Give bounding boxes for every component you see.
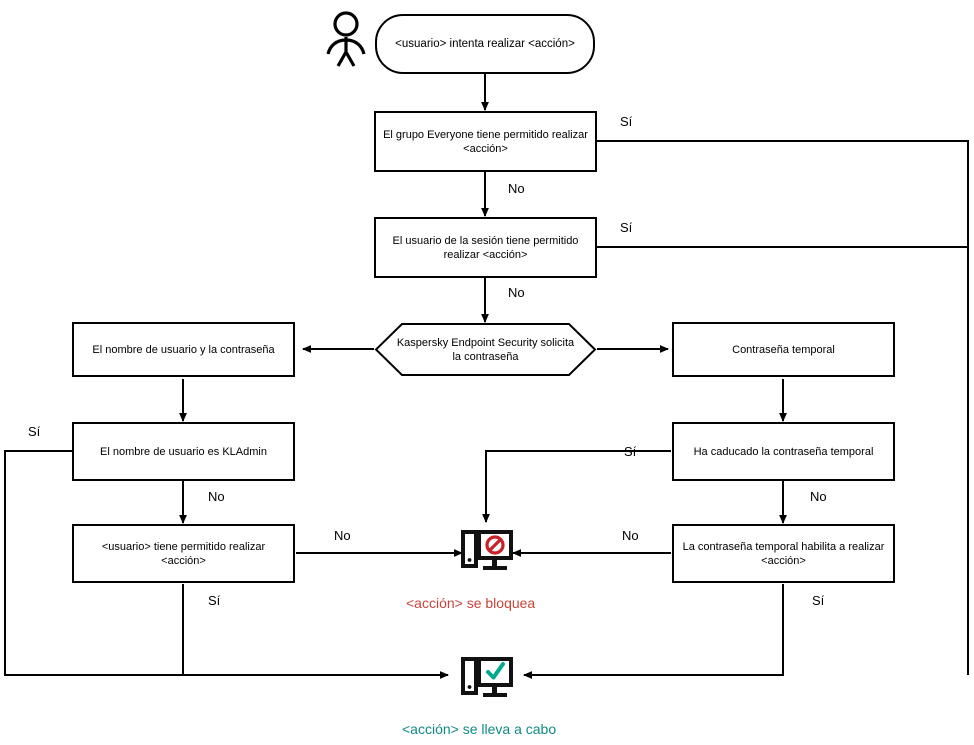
edge-label-session-no: No xyxy=(508,285,525,300)
decision-is-kladmin-label: El nombre de usuario es KLAdmin xyxy=(100,445,267,458)
decision-temp-expired-label: Ha caducado la contraseña temporal xyxy=(693,445,874,458)
edge-label-session-yes: Sí xyxy=(620,220,633,235)
edge-everyone-yes xyxy=(597,140,969,675)
decision-temp-expired: Ha caducado la contraseña temporal xyxy=(672,422,895,481)
blocked-caption: <acción> se bloquea xyxy=(406,595,536,611)
edge-label-kladmin-yes: Sí xyxy=(28,424,41,439)
edge-label-temp-expired-no: No xyxy=(810,489,827,504)
edge-label-user-allowed-no: No xyxy=(334,528,351,543)
hexagon-kes-prompt-label: Kaspersky Endpoint Security solicita la … xyxy=(392,322,579,377)
allowed-caption: <acción> se lleva a cabo xyxy=(402,721,557,737)
monitor-check-icon xyxy=(459,651,515,707)
start-label: <usuario> intenta realizar <acción> xyxy=(395,38,575,50)
decision-user-allowed-label: <usuario> tiene permitido realizar <acci… xyxy=(101,540,266,567)
decision-everyone-label: El grupo Everyone tiene permitido realiz… xyxy=(383,128,588,155)
node-temp-password: Contraseña temporal xyxy=(672,322,895,377)
decision-temp-enables: La contraseña temporal habilita a realiz… xyxy=(672,524,895,583)
edge-tempenables-yes xyxy=(523,584,784,679)
start-terminator: <usuario> intenta realizar <acción> xyxy=(375,14,595,74)
node-user-password-label: El nombre de usuario y la contraseña xyxy=(92,343,275,356)
decision-session-user: El usuario de la sesión tiene permitido … xyxy=(374,217,597,278)
decision-temp-enables-label: La contraseña temporal habilita a realiz… xyxy=(682,540,885,567)
decision-everyone: El grupo Everyone tiene permitido realiz… xyxy=(374,111,597,172)
edge-label-everyone-no: No xyxy=(508,181,525,196)
hexagon-kes-prompt xyxy=(374,322,597,377)
decision-is-kladmin: El nombre de usuario es KLAdmin xyxy=(72,422,295,481)
edge-expired-yes xyxy=(482,450,671,523)
node-user-password: El nombre de usuario y la contraseña xyxy=(72,322,295,377)
decision-user-allowed: <usuario> tiene permitido realizar <acci… xyxy=(72,524,295,583)
node-temp-password-label: Contraseña temporal xyxy=(732,343,835,356)
edge-label-temp-expired-yes: Sí xyxy=(624,444,637,459)
edge-label-temp-enables-yes: Sí xyxy=(812,593,825,608)
edge-label-everyone-yes: Sí xyxy=(620,114,633,129)
decision-session-user-label: El usuario de la sesión tiene permitido … xyxy=(392,234,579,261)
edge-label-temp-enables-no: No xyxy=(622,528,639,543)
hexagon-text: Kaspersky Endpoint Security solicita la … xyxy=(396,336,575,363)
edge-label-kladmin-no: No xyxy=(208,489,225,504)
monitor-blocked-icon xyxy=(459,524,515,580)
edge-label-user-allowed-yes: Sí xyxy=(208,593,221,608)
edge-kladmin-yes xyxy=(4,450,449,679)
person-icon xyxy=(322,10,370,68)
